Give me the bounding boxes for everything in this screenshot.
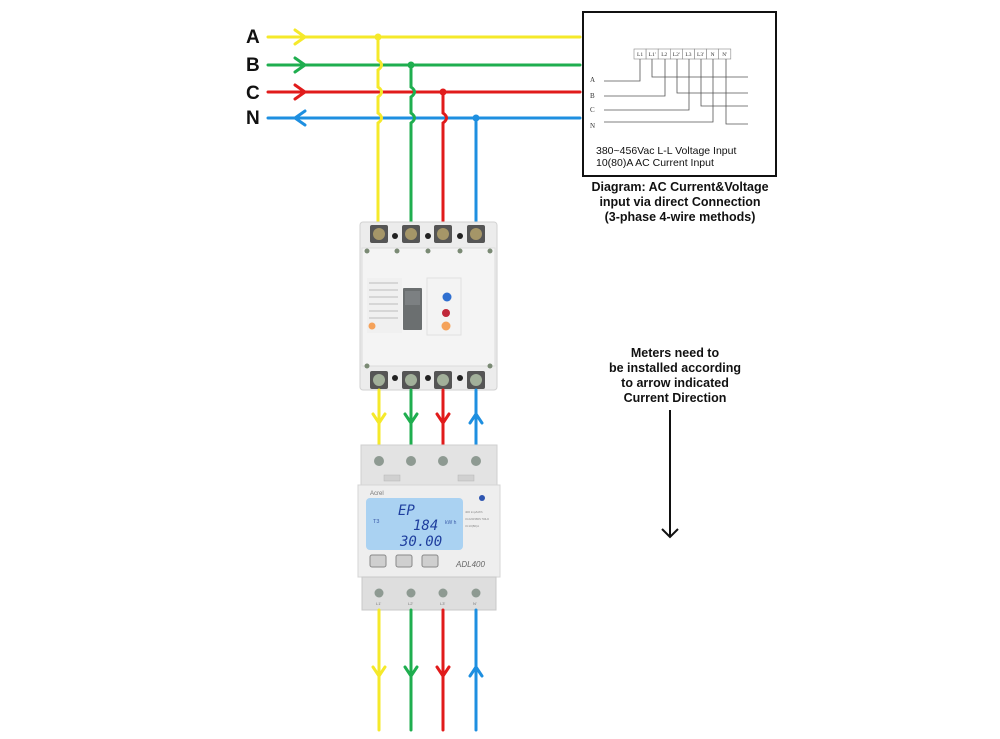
meter-bottom-label-2: L2' xyxy=(408,601,413,606)
phase-label-c: C xyxy=(246,83,260,104)
arrow-b-out-icon xyxy=(403,665,419,679)
lcd-tariff: T3 xyxy=(373,519,379,525)
caption-line-3: (3-phase 4-wire methods) xyxy=(604,210,756,224)
note-line-2: be installed according xyxy=(609,361,741,375)
installation-note: Meters need to be installed according to… xyxy=(590,346,760,406)
energy-meter: Acrel EP T3 184 kW h 30.00 400 imp/kWh 3… xyxy=(357,444,501,611)
drop-wire-c xyxy=(441,90,448,230)
breaker-reset-button[interactable] xyxy=(441,321,451,331)
breaker-bottom-terminals xyxy=(370,371,485,389)
arrow-c-mid-icon xyxy=(435,412,451,426)
lcd-mode: EP xyxy=(398,503,415,519)
arrow-b-icon xyxy=(293,56,308,74)
current-direction-arrow-icon xyxy=(661,410,679,539)
phase-label-b: B xyxy=(246,55,260,76)
meter-spec-2: 3×220/380V 50Hz xyxy=(465,517,490,521)
meter-brand: Acrel xyxy=(370,491,384,497)
phase-label-a: A xyxy=(246,27,260,48)
meter-button-enter[interactable] xyxy=(421,554,439,568)
meter-bottom-label-1: L1' xyxy=(376,601,381,606)
lcd-value-1: 184 xyxy=(413,518,438,534)
meter-button-left[interactable] xyxy=(369,554,387,568)
phase-label-n: N xyxy=(246,108,260,129)
lcd-value-2: 30.00 xyxy=(399,534,442,550)
note-line-1: Meters need to xyxy=(630,346,720,360)
meter-bottom-terminals xyxy=(374,588,481,598)
junction-c xyxy=(439,88,447,96)
diagram-caption: Diagram: AC Current&Voltage input via di… xyxy=(570,180,790,225)
arrow-c-icon xyxy=(293,83,308,101)
current-input-text: 10(80)A AC Current Input xyxy=(596,157,714,169)
breaker-indicator xyxy=(442,309,450,317)
voltage-input-text: 380~456Vac L-L Voltage Input xyxy=(596,145,737,157)
meter-spec-1: 400 imp/kWh xyxy=(465,510,483,514)
note-line-3: to arrow indicated xyxy=(621,376,729,390)
junction-n xyxy=(472,114,480,122)
junction-a xyxy=(374,33,382,41)
meter-bottom-label-3: L3' xyxy=(440,601,445,606)
caption-line-1: Diagram: AC Current&Voltage xyxy=(591,180,769,194)
arrow-n-out-icon xyxy=(468,664,484,678)
arrow-a-icon xyxy=(293,28,308,46)
meter-lcd xyxy=(366,498,463,550)
circuit-breaker xyxy=(359,221,498,391)
meter-model: ADL400 xyxy=(455,560,485,569)
breaker-top-terminals xyxy=(370,225,485,243)
junction-b xyxy=(407,61,415,69)
meter-spec-3: 3×10(80)A xyxy=(465,524,479,528)
breaker-test-button[interactable] xyxy=(442,292,452,302)
arrow-n-icon xyxy=(292,109,307,127)
meter-top-terminals xyxy=(374,456,481,466)
drop-wire-a xyxy=(376,35,383,230)
arrow-b-mid-icon xyxy=(403,412,419,426)
lcd-unit: kW h xyxy=(445,520,457,526)
meter-button-down[interactable] xyxy=(395,554,413,568)
meter-led-indicator xyxy=(479,495,485,501)
arrow-n-mid-icon xyxy=(468,411,484,425)
drop-wire-b xyxy=(409,63,416,230)
caption-line-2: input via direct Connection xyxy=(599,195,761,209)
arrow-a-out-icon xyxy=(371,665,387,679)
arrow-a-mid-icon xyxy=(371,412,387,426)
arrow-c-out-icon xyxy=(435,665,451,679)
note-line-4: Current Direction xyxy=(623,391,727,405)
meter-bottom-label-4: N' xyxy=(473,601,477,606)
